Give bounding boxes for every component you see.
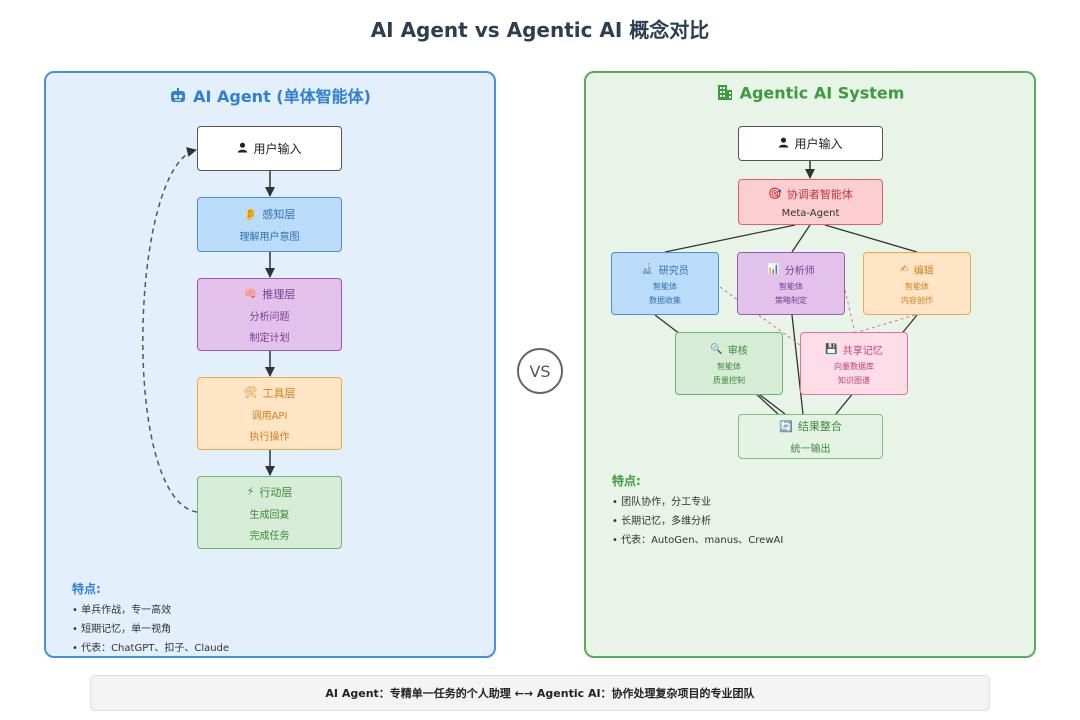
summary-footer: AI Agent：专精单一任务的个人助理 ←→ Agentic AI：协作处理复… xyxy=(90,675,990,711)
ai-agent-features: 特点: • 单兵作战，专一高效 • 短期记忆，单一视角 • 代表：ChatGPT… xyxy=(72,580,229,658)
lightning-icon: ⚡ xyxy=(246,485,255,498)
shared-memory-box: 💾共享记忆 向量数据库 知识图谱 xyxy=(800,332,908,395)
pen-icon: ✍ xyxy=(900,263,909,275)
ai-agent-title-text: AI Agent (单体智能体) xyxy=(193,87,371,106)
ai-agent-features-heading: 特点: xyxy=(72,582,101,596)
agentic-ai-title-text: Agentic AI System xyxy=(739,83,905,103)
agentic-ai-features: 特点: • 团队协作，分工专业 • 长期记忆，多维分析 • 代表：AutoGen… xyxy=(612,472,783,550)
agentic-ai-features-heading: 特点: xyxy=(612,474,641,488)
vs-badge: VS xyxy=(517,348,563,394)
ai-agent-feature-item: • 代表：ChatGPT、扣子、Claude xyxy=(72,643,230,654)
agentic-ai-feature-item: • 长期记忆，多维分析 xyxy=(612,516,712,527)
reviewer-agent-box: 🔍审核 智能体 质量控制 xyxy=(675,332,783,395)
user-icon xyxy=(778,137,789,151)
magnifier-icon: 🔍 xyxy=(710,343,723,355)
page-title: AI Agent vs Agentic AI 概念对比 xyxy=(370,18,710,42)
microscope-icon: 🔬 xyxy=(641,263,654,275)
ear-icon: 👂 xyxy=(243,207,258,221)
agentic-ai-feature-item: • 团队协作，分工专业 xyxy=(612,497,712,508)
ai-agent-panel-title: AI Agent (单体智能体) xyxy=(46,83,494,109)
agentic-ai-feature-item: • 代表：AutoGen、manus、CrewAI xyxy=(612,535,784,546)
robot-icon xyxy=(169,87,187,109)
editor-agent-box: ✍编辑 智能体 内容创作 xyxy=(863,252,971,315)
action-layer-box: ⚡行动层 生成回复 完成任务 xyxy=(197,476,342,549)
analyst-agent-box: 📊分析师 智能体 策略制定 xyxy=(737,252,845,315)
coordinator-agent-box: 🎯协调者智能体 Meta-Agent xyxy=(738,179,883,225)
refresh-icon: 🔄 xyxy=(779,419,793,433)
brain-icon: 🧠 xyxy=(243,287,258,300)
reasoning-layer-box: 🧠推理层 分析问题 制定计划 xyxy=(197,278,342,351)
ai-agent-feature-item: • 短期记忆，单一视角 xyxy=(72,624,172,635)
target-icon: 🎯 xyxy=(768,187,782,200)
left-user-input-box: 用户输入 xyxy=(197,126,342,171)
floppy-icon: 💾 xyxy=(825,343,838,355)
tool-layer-box: 🛠工具层 调用API 执行操作 xyxy=(197,377,342,450)
building-icon xyxy=(716,83,734,105)
user-icon xyxy=(237,142,248,156)
agentic-ai-panel-title: Agentic AI System xyxy=(586,83,1034,105)
perception-layer-box: 👂感知层 理解用户意图 xyxy=(197,197,342,252)
tools-icon: 🛠 xyxy=(243,386,258,399)
right-user-input-box: 用户输入 xyxy=(738,126,883,161)
researcher-agent-box: 🔬研究员 智能体 数据收集 xyxy=(611,252,719,315)
result-integration-box: 🔄结果整合 统一输出 xyxy=(738,414,883,459)
ai-agent-feature-item: • 单兵作战，专一高效 xyxy=(72,605,172,616)
chart-icon: 📊 xyxy=(767,263,780,275)
